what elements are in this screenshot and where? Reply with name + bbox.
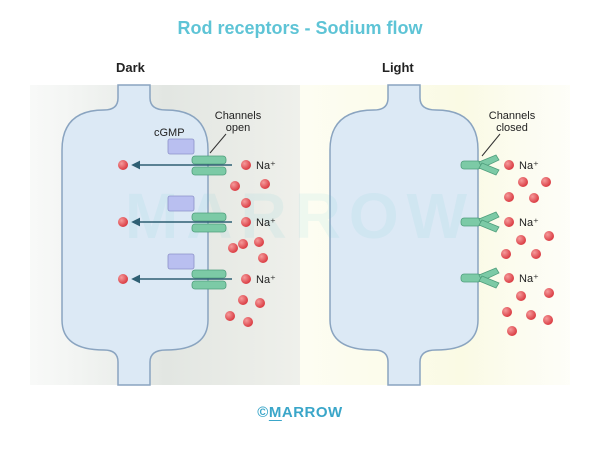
light-rod-cell bbox=[329, 84, 479, 386]
sodium-label: Na⁺ bbox=[256, 217, 276, 229]
sodium-ion bbox=[228, 243, 238, 253]
sodium-ion bbox=[254, 237, 264, 247]
sodium-ion bbox=[504, 160, 514, 170]
open-channel bbox=[191, 155, 227, 176]
watermark: MARROW bbox=[125, 180, 475, 252]
sodium-ion bbox=[238, 239, 248, 249]
dark-rod-cell bbox=[61, 84, 209, 386]
sodium-ion bbox=[241, 274, 251, 284]
sodium-ion bbox=[516, 291, 526, 301]
sodium-ion bbox=[543, 315, 553, 325]
sodium-ion bbox=[544, 231, 554, 241]
sodium-ion bbox=[255, 298, 265, 308]
sodium-ion bbox=[507, 326, 517, 336]
sodium-ion bbox=[230, 181, 240, 191]
dark-channels-label-line2: open bbox=[226, 122, 250, 134]
sodium-ion bbox=[531, 249, 541, 259]
sodium-ion bbox=[238, 295, 248, 305]
sodium-ion bbox=[241, 198, 251, 208]
sodium-ion bbox=[544, 288, 554, 298]
sodium-ion bbox=[504, 217, 514, 227]
sodium-ion bbox=[529, 193, 539, 203]
brand-initial: M bbox=[268, 404, 282, 421]
dark-channels-pointer bbox=[209, 133, 227, 154]
cgmp-molecule bbox=[167, 138, 195, 155]
sodium-label: Na⁺ bbox=[519, 160, 539, 172]
sodium-ion bbox=[526, 310, 536, 320]
sodium-ion bbox=[260, 179, 270, 189]
sodium-ion bbox=[243, 317, 253, 327]
sodium-ion bbox=[225, 311, 235, 321]
copyright-symbol: © bbox=[257, 404, 269, 421]
sodium-ion bbox=[241, 217, 251, 227]
sodium-label: Na⁺ bbox=[519, 273, 539, 285]
brand-rest: ARROW bbox=[281, 404, 343, 421]
sodium-ion bbox=[504, 273, 514, 283]
cgmp-molecule bbox=[167, 195, 195, 212]
light-panel-label: Light bbox=[382, 60, 414, 75]
dark-panel-label: Dark bbox=[116, 60, 145, 75]
sodium-label: Na⁺ bbox=[519, 217, 539, 229]
diagram-title: Rod receptors - Sodium flow bbox=[177, 18, 423, 38]
dark-channels-label-line1: Channels bbox=[215, 110, 262, 122]
light-channels-label-line2: closed bbox=[496, 122, 528, 134]
closed-channel bbox=[460, 154, 500, 176]
sodium-ion bbox=[516, 235, 526, 245]
open-channel bbox=[191, 212, 227, 233]
closed-channel bbox=[460, 267, 500, 289]
sodium-ion bbox=[501, 249, 511, 259]
sodium-label: Na⁺ bbox=[256, 160, 276, 172]
cgmp-label: cGMP bbox=[154, 127, 185, 139]
light-channels-pointer bbox=[481, 133, 501, 157]
sodium-ion bbox=[118, 274, 128, 284]
open-channel bbox=[191, 269, 227, 290]
sodium-ion bbox=[541, 177, 551, 187]
sodium-label: Na⁺ bbox=[256, 274, 276, 286]
closed-channel bbox=[460, 211, 500, 233]
light-channels-label-line1: Channels bbox=[489, 110, 536, 122]
sodium-ion bbox=[118, 160, 128, 170]
brand-footer: ©MARROW bbox=[0, 404, 600, 421]
sodium-ion bbox=[258, 253, 268, 263]
sodium-ion bbox=[518, 177, 528, 187]
cgmp-molecule bbox=[167, 253, 195, 270]
sodium-ion bbox=[504, 192, 514, 202]
sodium-ion bbox=[241, 160, 251, 170]
sodium-ion bbox=[118, 217, 128, 227]
sodium-ion bbox=[502, 307, 512, 317]
